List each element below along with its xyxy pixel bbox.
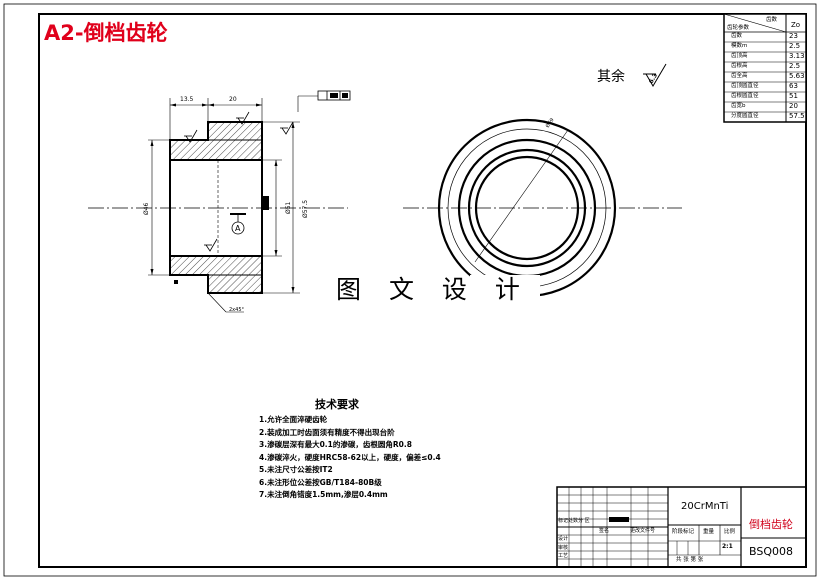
dim-arrow <box>208 103 214 107</box>
chamfer-note: 2x45° <box>229 307 245 313</box>
watermark-text: 图 文 设 计 <box>336 275 530 304</box>
gear-param-value: 51 <box>789 92 798 100</box>
process-label: 工艺 <box>558 553 569 559</box>
dim-arrow <box>202 103 208 107</box>
gear-param-value: 23 <box>789 32 798 40</box>
dim-text-bore: Ø46 <box>143 202 150 215</box>
dim-arrow <box>150 269 154 275</box>
gear-param-value: 57.5 <box>789 112 805 120</box>
watermark-gap <box>470 275 540 305</box>
scale-label: 比例 <box>724 529 736 535</box>
end-view: Ø69 <box>403 117 682 305</box>
tech-requirement-item: 4.渗碳淬火，硬度HRC58-62以上，硬度，偏差≤0.4 <box>259 452 441 462</box>
gear-param-label: 齿根高 <box>731 63 748 69</box>
section-hatch-top <box>170 122 262 160</box>
roughness-symbol-icon <box>280 121 294 135</box>
dim-arrow <box>291 287 295 293</box>
tech-requirement-item: 1.允许全面淬硬齿轮 <box>259 415 328 424</box>
roughness-symbol-icon <box>204 238 218 252</box>
gear-param-value: 20 <box>789 102 798 110</box>
tech-requirement-item: 5.未注尺寸公差按IT2 <box>259 465 333 474</box>
datum-circle <box>231 221 245 235</box>
roughness-symbol-icon: 6.3 <box>643 63 667 87</box>
dim-text-top-left: 13.5 <box>180 96 194 103</box>
dim-arrow <box>274 160 278 166</box>
dim-text-top-right: 20 <box>229 96 237 103</box>
roughness-symbol-icon <box>184 129 198 143</box>
gear-param-label: 模数m <box>731 43 748 49</box>
gear-param-value: 63 <box>789 82 798 90</box>
dim-arrow <box>256 103 262 107</box>
tolerance-frame <box>317 90 351 101</box>
tech-requirement-item: 3.渗碳层深有最大0.1的渗碳，齿根圆角R0.8 <box>259 440 412 449</box>
dim-arrow <box>170 103 176 107</box>
dim-arrow <box>150 140 154 146</box>
dim-arrow <box>274 250 278 256</box>
gear-param-value: 3.13 <box>789 52 805 60</box>
part-name-text: 倒档齿轮 <box>749 518 793 531</box>
sheet-label: 共 张 第 张 <box>676 557 704 563</box>
stage-label: 阶段标记 <box>672 529 695 535</box>
tech-requirement-item: 2.装成加工时齿面须有精度不得出现台阶 <box>259 427 395 437</box>
marker-square <box>174 280 178 284</box>
surface-finish-rest-label: 其余 <box>597 69 625 85</box>
dim-text-outer: Ø57.5 <box>302 200 309 218</box>
chamfer-leader <box>207 292 227 313</box>
gear-param-label: 齿根圆直径 <box>731 93 759 99</box>
datum-label: A <box>235 224 241 233</box>
gear-table-header-right: 齿数 <box>766 17 778 23</box>
gear-bore-outer-circle <box>467 148 587 268</box>
gear-param-label: 齿顶高 <box>731 53 748 59</box>
circle-dim-text: Ø69 <box>544 117 556 129</box>
dim-arrow <box>291 122 295 128</box>
diameter-leader <box>474 129 569 263</box>
gear-param-label: 齿顶圆直径 <box>731 83 759 89</box>
gear-param-label: 齿数 <box>731 33 743 39</box>
gear-param-value: 5.63 <box>789 72 805 80</box>
outer-trim-border <box>3 3 817 577</box>
drawing-number-text: BSQ008 <box>749 545 793 558</box>
gear-bore-circle <box>474 155 580 261</box>
doc-label: 更改文件号 <box>630 528 656 534</box>
gear-param-value: 2.5 <box>789 42 801 50</box>
mark-label: 标记处数分 区 <box>558 518 590 524</box>
gear-param-label: 齿宽b <box>731 103 746 109</box>
tech-requirements-heading: 技术要求 <box>315 398 359 411</box>
gear-param-label: 分度圆直径 <box>731 113 759 119</box>
dim-text-hub: Ø51 <box>285 201 292 214</box>
weight-label: 重量 <box>703 529 715 535</box>
tech-requirement-item: 6.未注形位公差按GB/T184-80B级 <box>259 477 382 487</box>
document-title: A2-倒档齿轮 <box>44 21 168 45</box>
gear-params-table <box>723 13 807 123</box>
section-view: 13.5 20 Ø46 Ø51 Ø57.5 A 2x45° <box>88 90 351 313</box>
roughness-value: 6.3 <box>648 72 659 85</box>
drawing-frame <box>38 13 807 568</box>
gear-table-header-value: Zo <box>791 21 801 29</box>
gear-param-label: 齿全高 <box>731 73 748 79</box>
gear-param-value: 2.5 <box>789 62 801 70</box>
title-block <box>556 486 807 568</box>
gauge-block <box>262 196 269 210</box>
scale-value: 2:1 <box>722 543 733 550</box>
tech-requirement-item: 7.未注倒角错度1.5mm,渗层0.4mm <box>259 490 388 499</box>
material-text: 20CrMnTi <box>681 501 729 512</box>
roughness-symbol-icon <box>236 111 250 125</box>
gear-table-header-left: 齿轮参数 <box>727 25 750 31</box>
design-label: 设计 <box>558 536 569 542</box>
sign-label: 签名 <box>599 528 610 534</box>
review-label: 审核 <box>558 545 569 551</box>
